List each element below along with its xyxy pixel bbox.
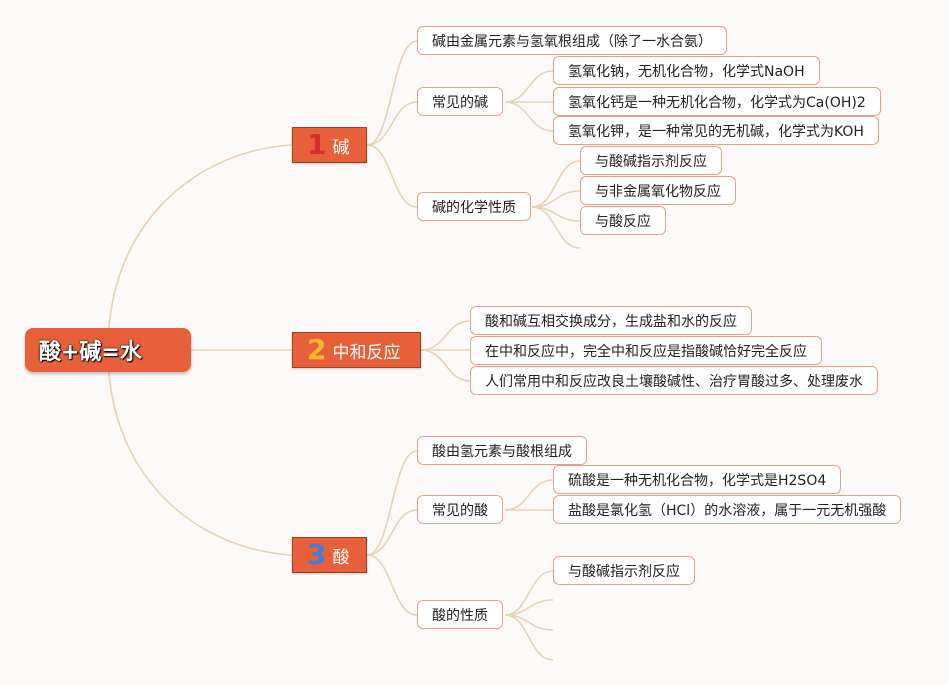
b1-child-2[interactable]: 常见的碱 [417, 87, 503, 116]
b3-child-2[interactable]: 常见的酸 [417, 495, 503, 524]
b1-c3-grand-1[interactable]: 与酸碱指示剂反应 [580, 146, 722, 175]
link-b1-c1 [366, 40, 418, 146]
link-b3-c2 [366, 509, 418, 556]
b1-child-1[interactable]: 碱由金属元素与氢氧根组成（除了一水合氨） [417, 26, 727, 55]
b3-child-1-label: 酸由氢元素与酸根组成 [432, 443, 572, 460]
link-b3-c1 [366, 450, 418, 556]
b2-child-2[interactable]: 在中和反应中，完全中和反应是指酸碱恰好完全反应 [470, 336, 822, 365]
branch-3-number: 3 [307, 538, 327, 571]
link-b1c3-g4 [531, 206, 581, 249]
b1-c2-grand-2-label: 氢氧化钙是一种无机化合物，化学式为Ca(OH)2 [568, 94, 866, 111]
link-b1c2-g1 [504, 70, 554, 103]
b1-c3-grand-2-label: 与非金属氧化物反应 [595, 183, 721, 200]
b1-c3-grand-3[interactable]: 与酸反应 [580, 206, 666, 235]
branch-2-number: 2 [307, 333, 327, 366]
b1-c2-grand-1-label: 氢氧化钠，无机化合物，化学式NaOH [568, 63, 805, 80]
b1-c3-grand-2[interactable]: 与非金属氧化物反应 [580, 176, 736, 205]
branch-1-number: 1 [307, 128, 327, 161]
branch-2-node[interactable]: 2 中和反应 [292, 332, 421, 368]
b2-child-1[interactable]: 酸和碱互相交换成分，生成盐和水的反应 [470, 306, 752, 335]
branch-2-label: 中和反应 [332, 342, 401, 363]
b3-child-2-label: 常见的酸 [432, 502, 488, 519]
b1-child-1-label: 碱由金属元素与氢氧根组成（除了一水合氨） [432, 33, 712, 50]
b3-child-3-label: 酸的性质 [432, 607, 488, 624]
link-b3-c3 [366, 554, 418, 616]
link-b3c2-g1 [504, 479, 554, 511]
b2-child-2-label: 在中和反应中，完全中和反应是指酸碱恰好完全反应 [485, 343, 807, 360]
b1-child-2-label: 常见的碱 [432, 94, 488, 111]
b1-c2-grand-1[interactable]: 氢氧化钠，无机化合物，化学式NaOH [553, 56, 820, 85]
link-root-branch3 [107, 349, 293, 556]
b3-child-3[interactable]: 酸的性质 [417, 600, 503, 629]
b3-c2-grand-1[interactable]: 硫酸是一种无机化合物，化学式是H2SO4 [553, 465, 842, 494]
b3-c2-grand-2[interactable]: 盐酸是氯化氢（HCl）的水溶液，属于一元无机强酸 [553, 495, 902, 524]
branch-1-label: 碱 [332, 137, 350, 158]
b1-c2-grand-3[interactable]: 氢氧化钾，是一种常见的无机碱，化学式为KOH [553, 116, 879, 145]
b3-c2-grand-2-label: 盐酸是氯化氢（HCl）的水溶液，属于一元无机强酸 [568, 502, 887, 519]
b3-child-1[interactable]: 酸由氢元素与酸根组成 [417, 436, 587, 465]
root-topic-label: 酸+碱=水 [39, 340, 142, 365]
b3-c3-grand-1[interactable]: 与酸碱指示剂反应 [553, 556, 695, 585]
b1-child-3-label: 碱的化学性质 [432, 199, 516, 216]
b3-c3-grand-1-label: 与酸碱指示剂反应 [568, 563, 680, 580]
b2-child-3-label: 人们常用中和反应改良土壤酸碱性、治疗胃酸过多、处理废水 [485, 373, 863, 390]
b2-child-3[interactable]: 人们常用中和反应改良土壤酸碱性、治疗胃酸过多、处理废水 [470, 366, 878, 395]
b2-child-1-label: 酸和碱互相交换成分，生成盐和水的反应 [485, 313, 737, 330]
link-b1c3-g1 [531, 160, 581, 208]
link-b2-c3 [420, 349, 471, 382]
link-b2-c1 [420, 320, 471, 351]
b1-child-3[interactable]: 碱的化学性质 [417, 192, 531, 221]
b1-c3-grand-1-label: 与酸碱指示剂反应 [595, 153, 707, 170]
b3-c2-grand-1-label: 硫酸是一种无机化合物，化学式是H2SO4 [568, 472, 827, 489]
link-b1-c2 [366, 101, 418, 146]
branch-3-node[interactable]: 3 酸 [292, 537, 367, 573]
link-b1c2-g3 [504, 101, 554, 132]
branch-3-label: 酸 [332, 547, 350, 568]
b1-c3-grand-3-label: 与酸反应 [595, 213, 651, 230]
link-root-branch1 [107, 144, 293, 351]
link-b3c3-g4 [504, 614, 554, 661]
link-b1-c3 [366, 144, 418, 208]
b1-c2-grand-3-label: 氢氧化钾，是一种常见的无机碱，化学式为KOH [568, 123, 864, 140]
root-topic[interactable]: 酸+碱=水 [25, 328, 191, 372]
branch-1-node[interactable]: 1 碱 [292, 127, 367, 163]
b1-c2-grand-2[interactable]: 氢氧化钙是一种无机化合物，化学式为Ca(OH)2 [553, 87, 881, 116]
